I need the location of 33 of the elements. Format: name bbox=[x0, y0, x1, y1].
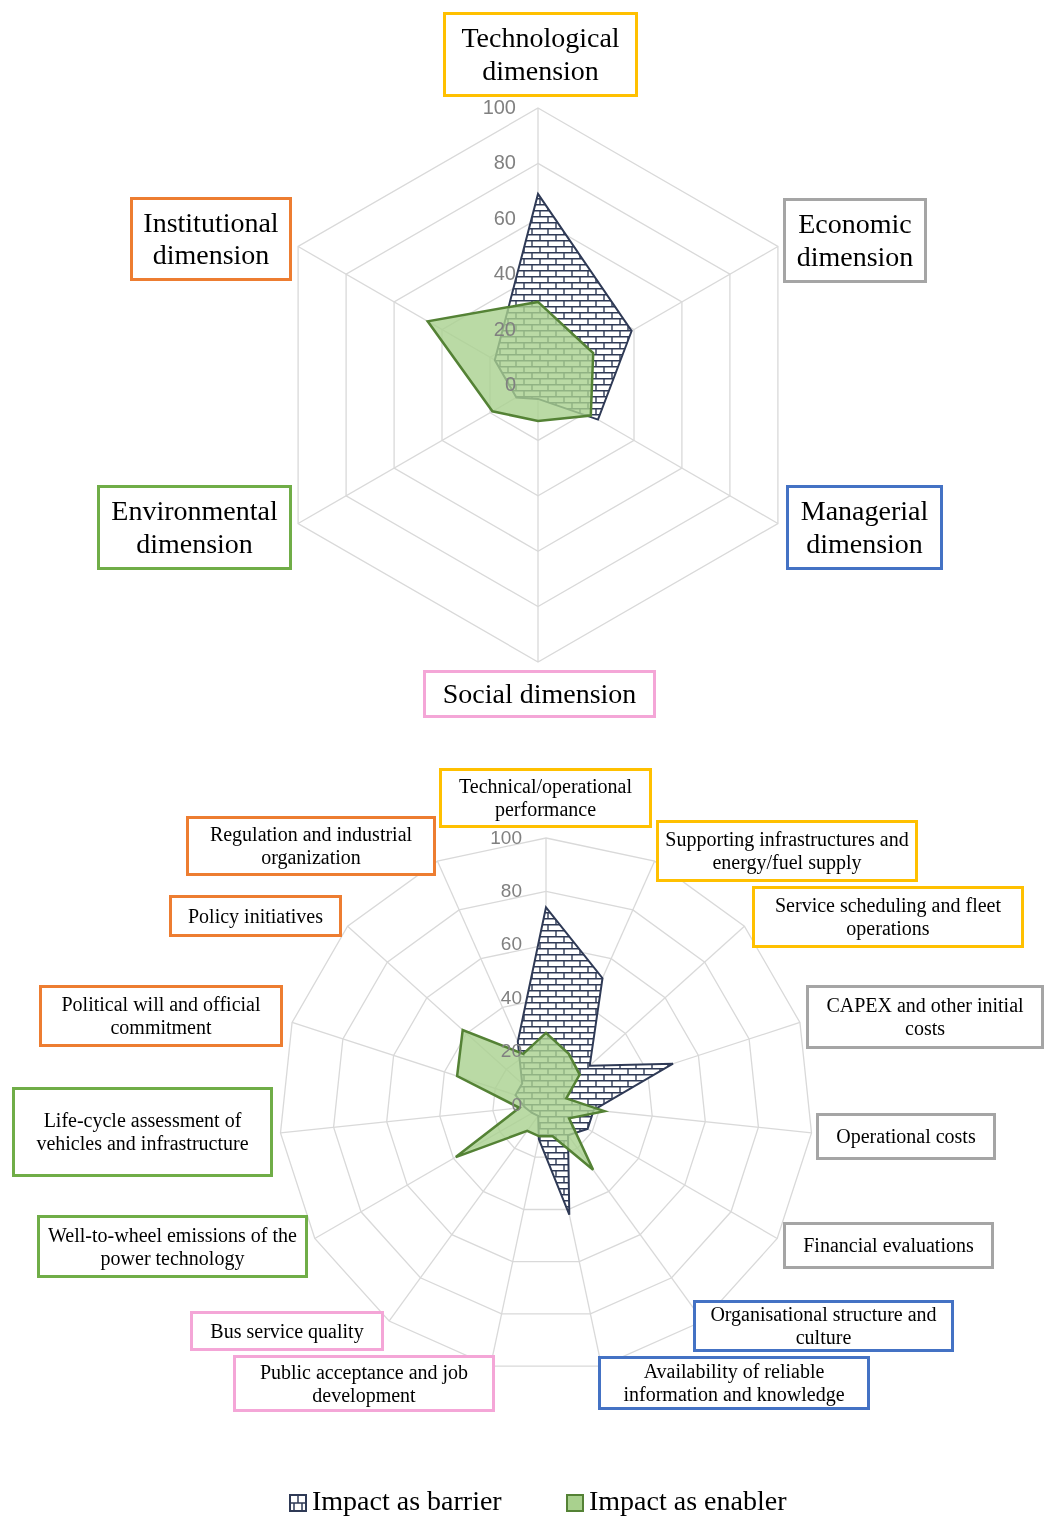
factor-label-box: Bus service quality bbox=[190, 1311, 384, 1351]
factor-label-box: Supporting infrastructures and energy/fuel supply bbox=[656, 820, 918, 882]
dimension-label-box: Institutional dimension bbox=[130, 197, 292, 281]
factor-label-box: Financial evaluations bbox=[783, 1222, 994, 1269]
factor-label-box: Operational costs bbox=[816, 1113, 996, 1160]
dimension-label-box: Environmental dimension bbox=[97, 485, 292, 570]
dimension-label-box: Social dimension bbox=[423, 670, 656, 718]
dimension-label-box: Economic dimension bbox=[783, 198, 927, 283]
axis-tick-label: 80 bbox=[492, 151, 516, 175]
factor-label-box: Service scheduling and fleet operations bbox=[752, 886, 1024, 948]
axis-tick-label: 80 bbox=[499, 880, 522, 902]
axis-tick-label: 40 bbox=[492, 262, 516, 286]
legend-label: Impact as barrier bbox=[312, 1485, 502, 1517]
axis-tick-label: 60 bbox=[499, 933, 522, 956]
factor-label-box: Regulation and industrial organization bbox=[186, 816, 436, 876]
axis-tick-label: 100 bbox=[489, 826, 522, 849]
factor-label-box: Life-cycle assessment of vehicles and infrastructure bbox=[12, 1087, 273, 1177]
axis-tick-label: 60 bbox=[492, 206, 516, 230]
factor-label-box: Availability of reliable information and knowledge bbox=[598, 1356, 870, 1410]
axis-tick-label: 100 bbox=[481, 96, 516, 119]
axis-tick-label: 0 bbox=[503, 373, 516, 396]
factor-label-box: Well-to-wheel emissions of the power technology bbox=[37, 1215, 308, 1278]
axis-tick-label: 40 bbox=[499, 986, 522, 1009]
factor-label-box: CAPEX and other initial costs bbox=[806, 985, 1044, 1049]
dimension-label-box: Managerial dimension bbox=[786, 485, 943, 570]
factor-label-box: Technical/operational performance bbox=[439, 768, 652, 828]
factor-label-box: Organisational structure and culture bbox=[693, 1300, 954, 1352]
axis-tick-label: 20 bbox=[492, 317, 516, 341]
legend-label: Impact as enabler bbox=[589, 1485, 787, 1517]
dimension-label-box: Technological dimension bbox=[443, 12, 638, 97]
factor-label-box: Political will and official commitment bbox=[39, 985, 283, 1047]
factor-label-box: Public acceptance and job development bbox=[233, 1355, 495, 1412]
factor-label-box: Policy initiatives bbox=[169, 895, 342, 937]
